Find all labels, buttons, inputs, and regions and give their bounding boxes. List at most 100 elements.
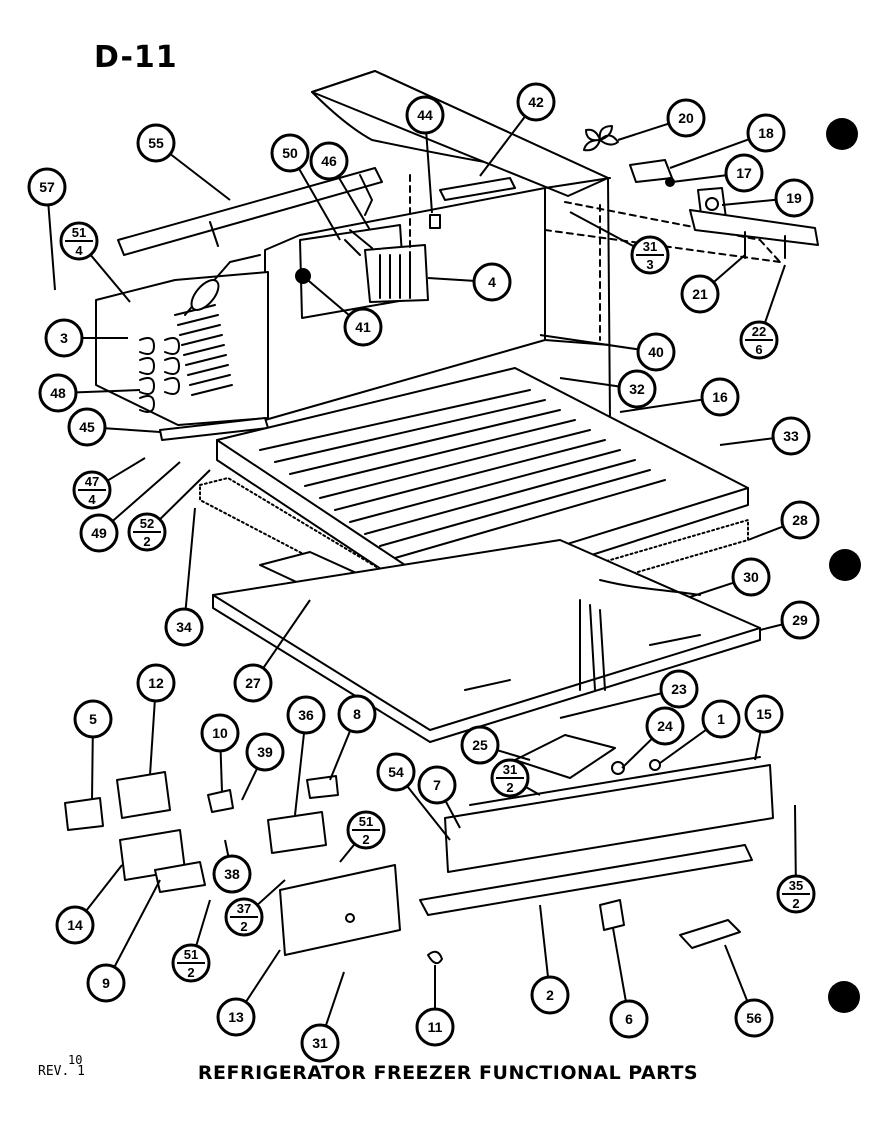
callout-c30: 30 bbox=[689, 557, 771, 598]
part-5 bbox=[64, 797, 104, 831]
callout-quantity: 2 bbox=[792, 896, 799, 911]
callout-number: 38 bbox=[224, 866, 240, 882]
callout-c56: 56 bbox=[724, 944, 774, 1038]
leader-line bbox=[671, 174, 727, 183]
callout-number: 13 bbox=[228, 1009, 244, 1025]
callout-bubble bbox=[200, 713, 240, 753]
callout-bubble bbox=[774, 178, 814, 218]
callout-c15: 15 bbox=[744, 694, 784, 761]
callout-bubble bbox=[73, 699, 113, 739]
callout-bubble bbox=[44, 318, 84, 358]
callout-c39: 39 bbox=[241, 732, 285, 801]
leader-line bbox=[559, 377, 620, 388]
callout-bubble bbox=[376, 752, 416, 792]
lamp-24 bbox=[611, 761, 625, 775]
callout-number: 55 bbox=[148, 135, 164, 151]
callout-number: 18 bbox=[758, 125, 774, 141]
knob-11 bbox=[427, 950, 443, 965]
callout-c31_3: 313 bbox=[569, 211, 670, 275]
callout-bubble bbox=[55, 905, 95, 945]
diagram-title: REFRIGERATOR FREEZER FUNCTIONAL PARTS bbox=[197, 1062, 699, 1084]
callout-c33: 33 bbox=[719, 416, 811, 456]
callout-number: 27 bbox=[245, 675, 261, 691]
callout-c11: 11 bbox=[415, 965, 455, 1047]
callout-c51_2b: 512 bbox=[171, 899, 211, 983]
callout-c19: 19 bbox=[721, 178, 814, 218]
callout-number: 51 bbox=[72, 225, 86, 240]
callout-bubble bbox=[636, 332, 676, 372]
callout-c35_2: 352 bbox=[776, 804, 816, 914]
leader-line bbox=[496, 749, 531, 761]
leader-line bbox=[241, 767, 259, 801]
leader-line bbox=[159, 469, 211, 521]
part-12 bbox=[116, 771, 171, 819]
leader-line bbox=[195, 899, 211, 947]
leader-line bbox=[302, 275, 350, 317]
callout-c6: 6 bbox=[609, 927, 649, 1039]
leader-line bbox=[612, 927, 627, 1002]
callout-number: 35 bbox=[789, 878, 803, 893]
leader-line bbox=[724, 944, 749, 1002]
leader-line bbox=[75, 389, 141, 394]
callout-c41: 41 bbox=[302, 275, 383, 347]
callout-c51_2a: 512 bbox=[339, 810, 386, 863]
callout-bubble bbox=[701, 699, 741, 739]
callout-bubble bbox=[780, 600, 820, 640]
callout-number: 36 bbox=[298, 707, 314, 723]
callout-bubble bbox=[731, 557, 771, 597]
fan-motor-shaft bbox=[705, 197, 719, 211]
callout-c55: 55 bbox=[136, 123, 231, 201]
mount-screws bbox=[744, 231, 786, 259]
drain-tray-slots bbox=[464, 634, 701, 691]
leader-line bbox=[106, 457, 146, 482]
callout-number: 29 bbox=[792, 612, 808, 628]
freezer-floor-ribs bbox=[259, 389, 666, 559]
leader-line bbox=[754, 731, 762, 761]
callout-bubble bbox=[245, 732, 285, 772]
front-rail-54 bbox=[444, 764, 774, 873]
leader-line bbox=[329, 730, 352, 781]
callout-c12: 12 bbox=[136, 663, 176, 776]
callout-c3: 3 bbox=[44, 318, 128, 358]
callout-number: 51 bbox=[359, 814, 373, 829]
callout-bubble bbox=[617, 369, 657, 409]
kickplate-2 bbox=[419, 844, 753, 916]
revision-superscript: 10 bbox=[68, 1053, 83, 1067]
callout-number: 12 bbox=[148, 675, 164, 691]
callout-c8: 8 bbox=[329, 694, 377, 781]
callout-c45: 45 bbox=[67, 407, 161, 447]
leader-line bbox=[111, 461, 181, 522]
callout-bubble bbox=[659, 669, 699, 709]
callout-number: 48 bbox=[50, 385, 66, 401]
callout-number: 39 bbox=[257, 744, 273, 760]
callout-quantity: 4 bbox=[75, 243, 83, 258]
callout-bubble bbox=[38, 373, 78, 413]
leader-line bbox=[689, 581, 735, 598]
leader-line bbox=[425, 132, 433, 214]
leader-line bbox=[747, 525, 784, 541]
leader-line bbox=[621, 737, 653, 769]
callout-bubble bbox=[516, 82, 556, 122]
callout-c36: 36 bbox=[286, 695, 326, 816]
lamp-socket-1 bbox=[649, 759, 661, 771]
part-36 bbox=[267, 811, 327, 854]
leader-line bbox=[525, 786, 541, 796]
callout-number: 3 bbox=[60, 330, 68, 346]
leader-line bbox=[444, 800, 461, 829]
binder-hole-bottom bbox=[828, 981, 860, 1013]
callout-number: 57 bbox=[39, 179, 55, 195]
callout-bubble bbox=[216, 997, 256, 1037]
callout-c31_2a: 312 bbox=[490, 758, 541, 798]
bracket-42 bbox=[439, 177, 516, 201]
callout-quantity: 6 bbox=[755, 342, 762, 357]
callout-number: 24 bbox=[657, 718, 673, 734]
callout-quantity: 2 bbox=[240, 919, 247, 934]
callout-c10: 10 bbox=[200, 713, 240, 793]
binder-holes bbox=[826, 118, 861, 1013]
leader-line bbox=[262, 599, 311, 669]
callout-number: 1 bbox=[717, 711, 725, 727]
leader-line bbox=[619, 398, 703, 413]
control-knob bbox=[345, 913, 355, 923]
callout-c42: 42 bbox=[479, 82, 556, 177]
